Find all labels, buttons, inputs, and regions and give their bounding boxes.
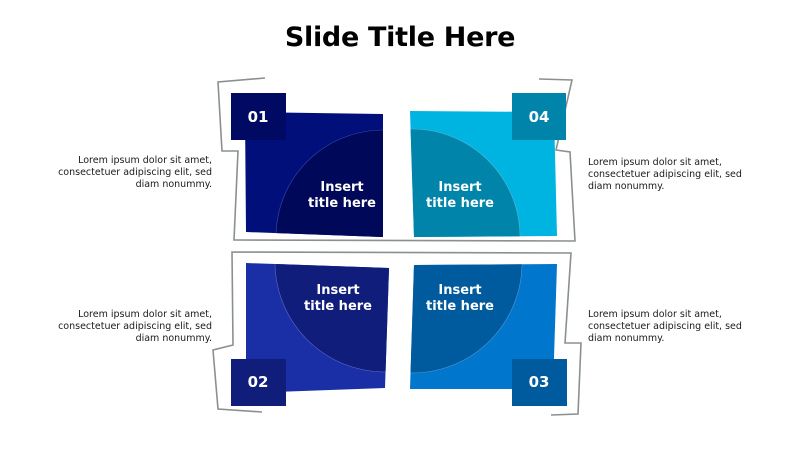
bottom-frame-outline xyxy=(212,251,582,416)
item-01-number: 01 xyxy=(247,108,269,126)
item-01-description: Lorem ipsum dolor sit amet, consectetuer… xyxy=(52,155,212,191)
item-02-desc-line1: Lorem ipsum dolor sit amet, xyxy=(78,309,212,320)
item-03-number: 03 xyxy=(528,373,550,391)
item-02-label-line1: Insert xyxy=(316,283,360,298)
item-01-label: Insert title here xyxy=(287,180,397,212)
item-04-label: Insert title here xyxy=(405,180,515,212)
item-02-label: Insert title here xyxy=(283,283,393,315)
item-01-desc-line2: consectetuer adipiscing elit, sed xyxy=(58,167,212,178)
item-02-number: 02 xyxy=(247,373,269,391)
item-02-desc-line3: diam nonummy. xyxy=(135,333,212,344)
item-04-desc-line1: Lorem ipsum dolor sit amet, xyxy=(588,157,722,168)
slide-title: Slide Title Here xyxy=(284,22,516,53)
item-02-desc-line2: consectetuer adipiscing elit, sed xyxy=(58,321,212,332)
item-03-badge xyxy=(512,359,567,406)
item-03-label-line2: title here xyxy=(426,299,494,314)
item-02-block xyxy=(231,263,389,406)
item-03-desc-line3: diam nonummy. xyxy=(588,333,665,344)
item-04-badge xyxy=(512,93,566,140)
item-03-block xyxy=(410,264,567,406)
item-02-badge xyxy=(231,359,286,406)
item-04-label-line2: title here xyxy=(426,196,494,211)
item-03-desc-line2: consectetuer adipiscing elit, sed xyxy=(588,321,742,332)
item-04-block xyxy=(410,93,566,237)
item-01-desc-line1: Lorem ipsum dolor sit amet, xyxy=(78,155,212,166)
item-04-label-line1: Insert xyxy=(438,180,482,195)
item-04-number: 04 xyxy=(528,108,550,126)
item-03-label-line1: Insert xyxy=(438,283,482,298)
item-03-desc-line1: Lorem ipsum dolor sit amet, xyxy=(588,309,722,320)
item-01-label-line2: title here xyxy=(308,196,376,211)
item-02-label-line2: title here xyxy=(304,299,372,314)
item-01-desc-line3: diam nonummy. xyxy=(135,179,212,190)
item-01-badge xyxy=(231,93,286,140)
item-04-desc-line3: diam nonummy. xyxy=(588,181,665,192)
item-01-block xyxy=(231,93,383,237)
item-04-description: Lorem ipsum dolor sit amet, consectetuer… xyxy=(588,157,748,193)
item-02-description: Lorem ipsum dolor sit amet, consectetuer… xyxy=(52,309,212,345)
item-03-label: Insert title here xyxy=(405,283,515,315)
item-04-desc-line2: consectetuer adipiscing elit, sed xyxy=(588,169,742,180)
item-03-description: Lorem ipsum dolor sit amet, consectetuer… xyxy=(588,309,748,345)
item-01-label-line1: Insert xyxy=(320,180,364,195)
